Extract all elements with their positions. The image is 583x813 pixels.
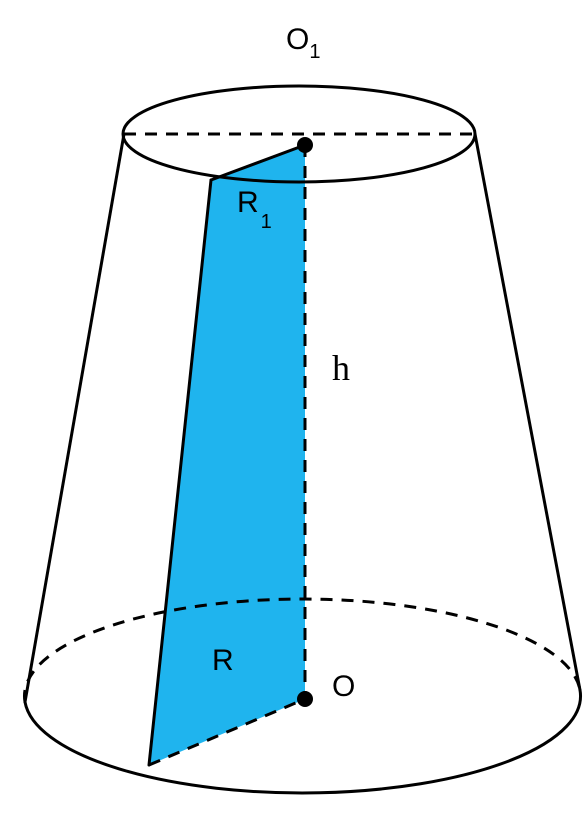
bottom-base-front-arc xyxy=(23,688,583,795)
axial-section-fill xyxy=(149,145,305,765)
bottom-center-point xyxy=(297,691,313,707)
left-slant-edge xyxy=(23,132,126,704)
label-bottom-radius: R xyxy=(212,644,234,677)
top-base-ellipse xyxy=(121,84,477,184)
top-radius-segment xyxy=(209,143,307,182)
bottom-base-back-arc xyxy=(22,597,582,703)
label-top-center: O1 xyxy=(286,23,320,63)
label-height: h xyxy=(332,348,350,388)
label-top-radius: R1 xyxy=(237,186,272,233)
bottom-radius-segment xyxy=(148,697,306,767)
label-bottom-center: O xyxy=(332,670,355,703)
top-center-point xyxy=(297,137,313,153)
right-slant-edge xyxy=(473,132,582,692)
section-slant-edge xyxy=(147,178,213,767)
